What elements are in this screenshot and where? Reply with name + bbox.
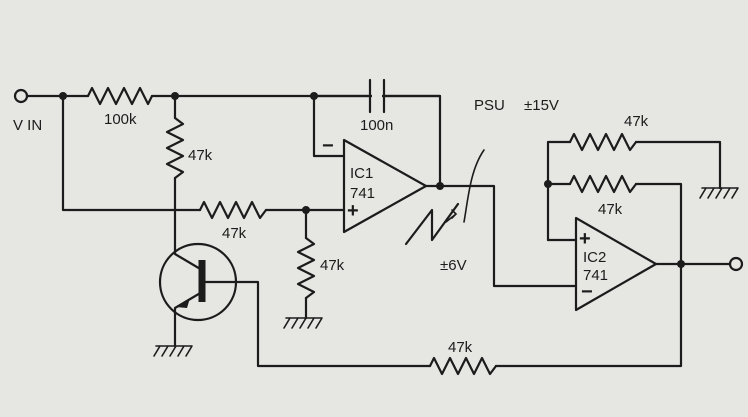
ic2-plus-sign: + (579, 228, 591, 250)
psu-voltage-label: ±15V (524, 97, 559, 114)
wire-ic1-minus (312, 94, 346, 158)
junction-dot (310, 92, 318, 100)
resistor-100k-label: 100k (104, 111, 137, 128)
wire-input-down (61, 94, 177, 212)
junction-dot (677, 260, 685, 268)
resistor-ic2-fb-label: 47k (598, 201, 623, 218)
wire-ic2-fb-right (634, 182, 683, 266)
ic2-minus-sign: − (581, 281, 593, 303)
wire-ic1-output (424, 184, 578, 288)
transistor-base-wire (200, 280, 432, 368)
wire-ic2-top-right (634, 140, 722, 190)
resistor-ic2-top-label: 47k (624, 113, 649, 130)
waveform-probe (463, 149, 485, 223)
resistor-bottom-label: 47k (448, 339, 473, 356)
resistor-47k-ic2-fb (568, 174, 638, 194)
resistor-47k-ground (296, 236, 316, 300)
ic1-part: 741 (350, 185, 375, 202)
ic1-minus-sign: − (322, 135, 334, 157)
ic1-opamp (342, 138, 428, 234)
ic1-name: IC1 (350, 165, 373, 182)
resistor-fb-label: 47k (188, 147, 213, 164)
resistor-100k (86, 86, 154, 106)
junction-dot (436, 182, 444, 190)
ic2-part: 741 (583, 267, 608, 284)
vin-terminal (13, 88, 29, 104)
resistor-47k-horizontal (198, 200, 268, 220)
ground-symbol-3 (699, 187, 739, 199)
resistor-47k-vertical (165, 116, 185, 180)
waveform-arrow (445, 209, 458, 223)
wire-to-node-a (150, 94, 442, 188)
ground-symbol-1 (283, 317, 323, 329)
resistor-noninv-label: 47k (222, 225, 247, 242)
junction-dot (171, 92, 179, 100)
transistor-collector (173, 208, 204, 272)
wire-bottom-right (494, 262, 683, 368)
sawtooth-waveform (404, 202, 460, 246)
ic2-opamp (574, 216, 658, 312)
capacitor-gap (372, 90, 382, 102)
resistor-47k-bottom (428, 356, 498, 376)
ic1-plus-sign: + (347, 200, 359, 222)
supply-6v-label: ±6V (440, 257, 467, 274)
resistor-47k-ic2-top (568, 132, 638, 152)
junction-dot (544, 180, 552, 188)
transistor-emitter-arrow (176, 298, 190, 308)
capacitor-label: 100n (360, 117, 393, 134)
vin-label: V IN (13, 117, 42, 134)
transistor-emitter (173, 290, 204, 348)
junction-dot (302, 206, 310, 214)
wire-ic2-fb-left (546, 140, 572, 242)
psu-label: PSU (474, 97, 505, 114)
ground-symbol-2 (153, 345, 193, 357)
junction-dot (59, 92, 67, 100)
resistor-ground-label: 47k (320, 257, 345, 274)
ic2-name: IC2 (583, 249, 606, 266)
output-terminal (728, 256, 744, 272)
